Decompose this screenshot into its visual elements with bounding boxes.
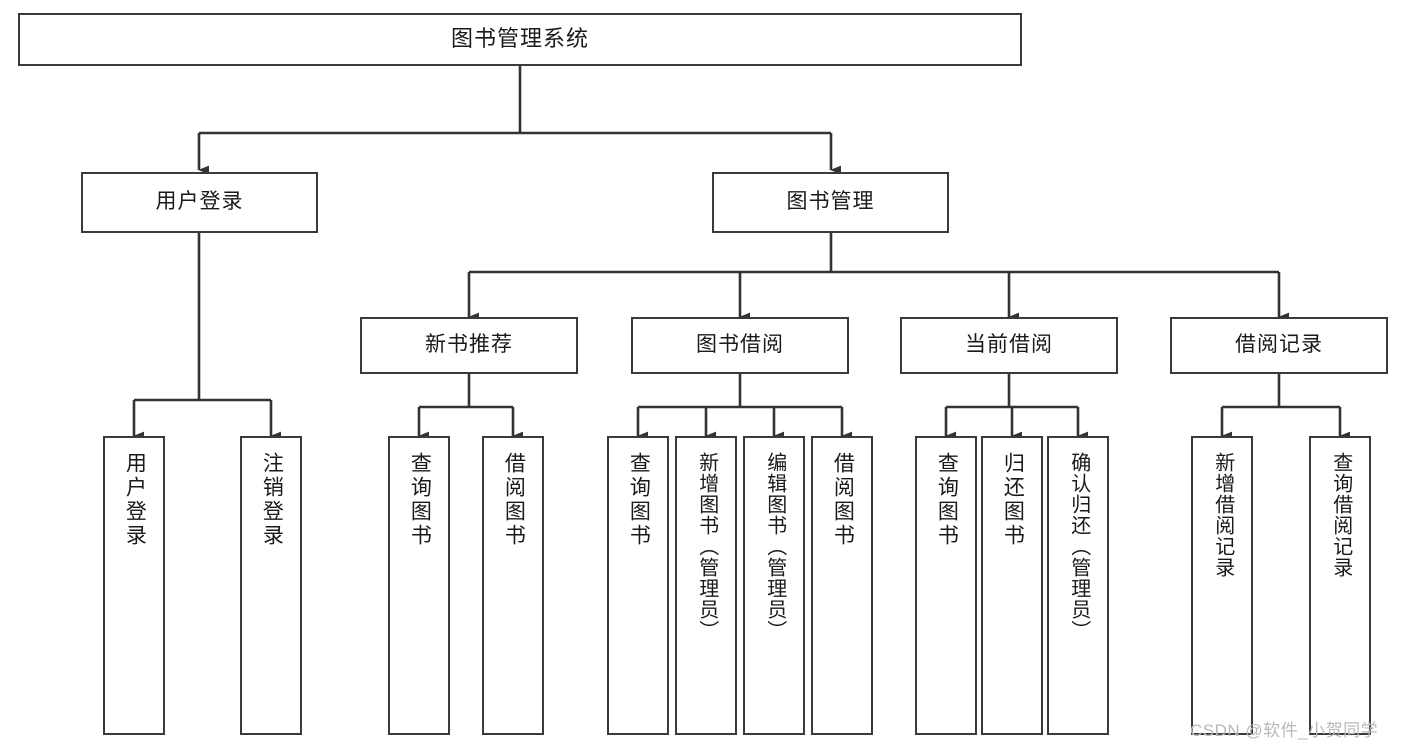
leaf-user-login-login[interactable]: 用户登录	[103, 436, 165, 735]
node-label: 查询图书	[627, 452, 651, 548]
node-label: 编辑图书（管理员）	[763, 452, 786, 641]
node-label: 新增图书（管理员）	[695, 452, 718, 641]
leaf-user-login-logout[interactable]: 注销登录	[240, 436, 302, 735]
leaf-borrow-record-add-record[interactable]: 新增借阅记录	[1191, 436, 1253, 735]
node-label: 图书借阅	[696, 333, 784, 357]
node-label: 确认归还（管理员）	[1067, 452, 1090, 641]
node-label: 借阅图书	[502, 452, 526, 548]
node-label: 查询借阅记录	[1329, 452, 1352, 578]
node-user-login[interactable]: 用户登录	[81, 172, 318, 233]
leaf-current-borrow-confirm-return-admin[interactable]: 确认归还（管理员）	[1047, 436, 1109, 735]
node-new-book-recommend[interactable]: 新书推荐	[360, 317, 578, 374]
node-book-borrow[interactable]: 图书借阅	[631, 317, 849, 374]
node-label: 图书管理	[786, 190, 875, 214]
node-root-book-management-system[interactable]: 图书管理系统	[18, 13, 1022, 66]
node-label: 新书推荐	[425, 333, 513, 357]
node-label: 当前借阅	[965, 333, 1053, 357]
leaf-new-book-borrow-books[interactable]: 借阅图书	[482, 436, 544, 735]
node-label: 借阅记录	[1235, 333, 1323, 357]
node-label: 借阅图书	[831, 452, 855, 548]
node-label: 图书管理系统	[450, 26, 589, 52]
leaf-book-borrow-query-books[interactable]: 查询图书	[607, 436, 669, 735]
node-label: 用户登录	[155, 190, 244, 214]
node-label: 查询图书	[408, 452, 432, 548]
csdn-watermark: CSDN @软件_小贺同学	[1190, 721, 1379, 740]
node-label: 查询图书	[935, 452, 959, 548]
leaf-book-borrow-borrow-books[interactable]: 借阅图书	[811, 436, 873, 735]
leaf-borrow-record-query-record[interactable]: 查询借阅记录	[1309, 436, 1371, 735]
leaf-current-borrow-return-books[interactable]: 归还图书	[981, 436, 1043, 735]
leaf-current-borrow-query-books[interactable]: 查询图书	[915, 436, 977, 735]
node-current-borrow[interactable]: 当前借阅	[900, 317, 1118, 374]
leaf-book-borrow-add-book-admin[interactable]: 新增图书（管理员）	[675, 436, 737, 735]
node-label: 注销登录	[260, 452, 284, 548]
node-book-management[interactable]: 图书管理	[712, 172, 949, 233]
node-label: 用户登录	[123, 452, 147, 548]
node-label: 归还图书	[1001, 452, 1025, 548]
leaf-book-borrow-edit-book-admin[interactable]: 编辑图书（管理员）	[743, 436, 805, 735]
node-borrow-record[interactable]: 借阅记录	[1170, 317, 1388, 374]
node-label: 新增借阅记录	[1211, 452, 1234, 578]
leaf-new-book-query-books[interactable]: 查询图书	[388, 436, 450, 735]
